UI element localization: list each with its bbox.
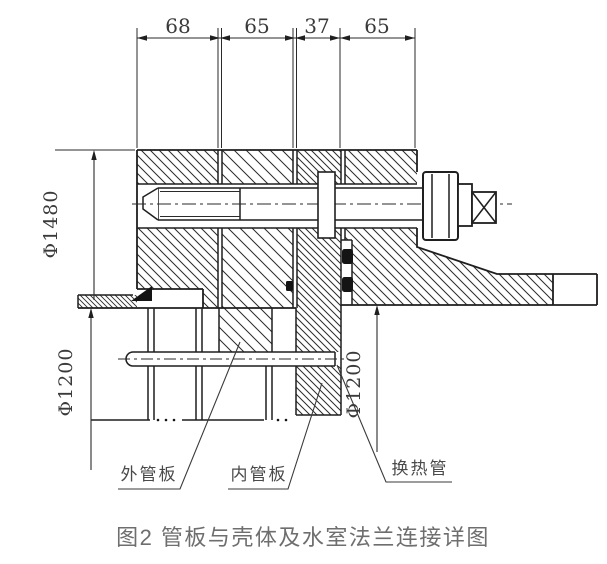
- dim-65-a: 65: [244, 14, 269, 38]
- dim-phi1200-right-text: Φ1200: [343, 350, 365, 419]
- o-ring-seals: [286, 249, 353, 292]
- lower-wall-lines: [91, 308, 288, 422]
- water-chamber-flange-section: [345, 150, 553, 305]
- dim-phi1480-text: Φ1480: [40, 190, 62, 259]
- label-heat-exchange-tube: 换热管: [392, 459, 449, 478]
- leader-inner-tube-sheet: 内管板: [228, 382, 323, 490]
- leader-outer-tube-sheet: 外管板: [118, 341, 241, 490]
- heat-exchange-tube: [118, 351, 346, 367]
- dim-phi1200-left-text: Φ1200: [55, 348, 77, 417]
- outer-tube-sheet-section: [219, 150, 293, 352]
- thread-end-symbol: [471, 191, 497, 224]
- dim-phi1480: Φ1480: [40, 149, 135, 300]
- label-inner-tube-sheet: 内管板: [231, 465, 288, 484]
- shell-flange-section: [137, 150, 218, 308]
- small-seal: [286, 281, 293, 291]
- stud-bolt: [132, 187, 512, 221]
- nut-collar: [457, 183, 473, 227]
- figure-caption: 图2 管板与壳体及水室法兰连接详图: [116, 525, 490, 550]
- bolt-tip: [142, 187, 159, 221]
- shell-plate-section: [78, 295, 137, 308]
- dim-phi1200-left: Φ1200: [55, 308, 94, 470]
- dim-68: 68: [165, 14, 190, 38]
- dim-phi1200-right: Φ1200: [343, 305, 380, 452]
- leader-heat-exchange-tube: 换热管: [336, 364, 452, 483]
- washer: [317, 171, 336, 239]
- body-outlines: [77, 149, 598, 416]
- dim-37: 37: [304, 14, 329, 38]
- label-outer-tube-sheet: 外管板: [121, 465, 178, 484]
- hex-nut: [422, 171, 497, 241]
- dim-65-b: 65: [364, 14, 389, 38]
- weld-bead: [131, 286, 152, 301]
- top-dimension-chain: 68 65 37 65: [136, 14, 416, 148]
